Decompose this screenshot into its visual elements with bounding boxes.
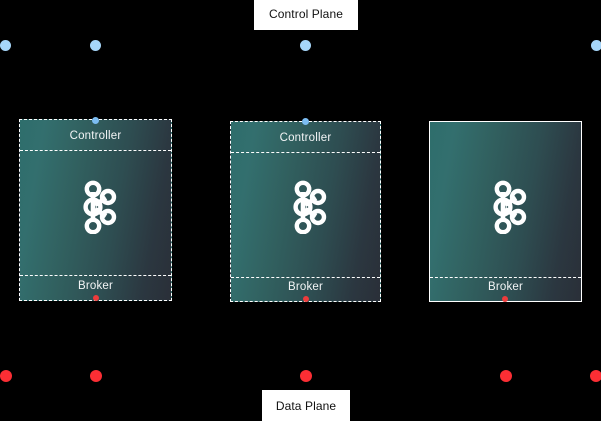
- kafka-logo-3: [483, 180, 529, 239]
- node-2-broker-divider: [231, 277, 380, 278]
- node-box-2[interactable]: Controller Broker: [230, 121, 381, 302]
- data-plane-dot-3[interactable]: [300, 370, 312, 382]
- node-2-control-connector-dot[interactable]: [302, 118, 309, 125]
- node-2-broker-label: Broker: [287, 281, 324, 293]
- node-3-data-connector-dot[interactable]: [502, 296, 508, 302]
- node-1-broker-label: Broker: [77, 280, 114, 292]
- control-plane-dot-3[interactable]: [300, 40, 311, 51]
- node-3-broker-label: Broker: [487, 281, 524, 293]
- data-plane-dot-1[interactable]: [0, 370, 12, 382]
- data-plane-dot-5[interactable]: [590, 370, 601, 382]
- kafka-logo-2: [283, 180, 329, 239]
- data-plane-dot-2[interactable]: [90, 370, 102, 382]
- node-1-data-connector-dot[interactable]: [93, 295, 99, 301]
- node-3-broker-divider: [430, 277, 581, 278]
- node-box-3[interactable]: Broker: [429, 121, 582, 302]
- control-plane-dot-2[interactable]: [90, 40, 101, 51]
- node-1-controller-divider: [20, 150, 171, 151]
- node-2-data-connector-dot[interactable]: [303, 296, 309, 302]
- control-plane-dot-4[interactable]: [591, 40, 601, 51]
- node-2-controller-divider: [231, 152, 380, 153]
- node-2-controller-label: Controller: [279, 132, 332, 144]
- data-plane-dot-4[interactable]: [500, 370, 512, 382]
- node-1-control-connector-dot[interactable]: [92, 117, 99, 124]
- kafka-logo-1: [73, 180, 119, 239]
- node-box-1[interactable]: Controller Broker: [19, 119, 172, 301]
- control-plane-dot-1[interactable]: [0, 40, 11, 51]
- node-1-broker-divider: [20, 275, 171, 276]
- node-1-controller-label: Controller: [69, 130, 122, 142]
- control-plane-label: Control Plane: [254, 0, 358, 30]
- data-plane-label: Data Plane: [262, 390, 350, 421]
